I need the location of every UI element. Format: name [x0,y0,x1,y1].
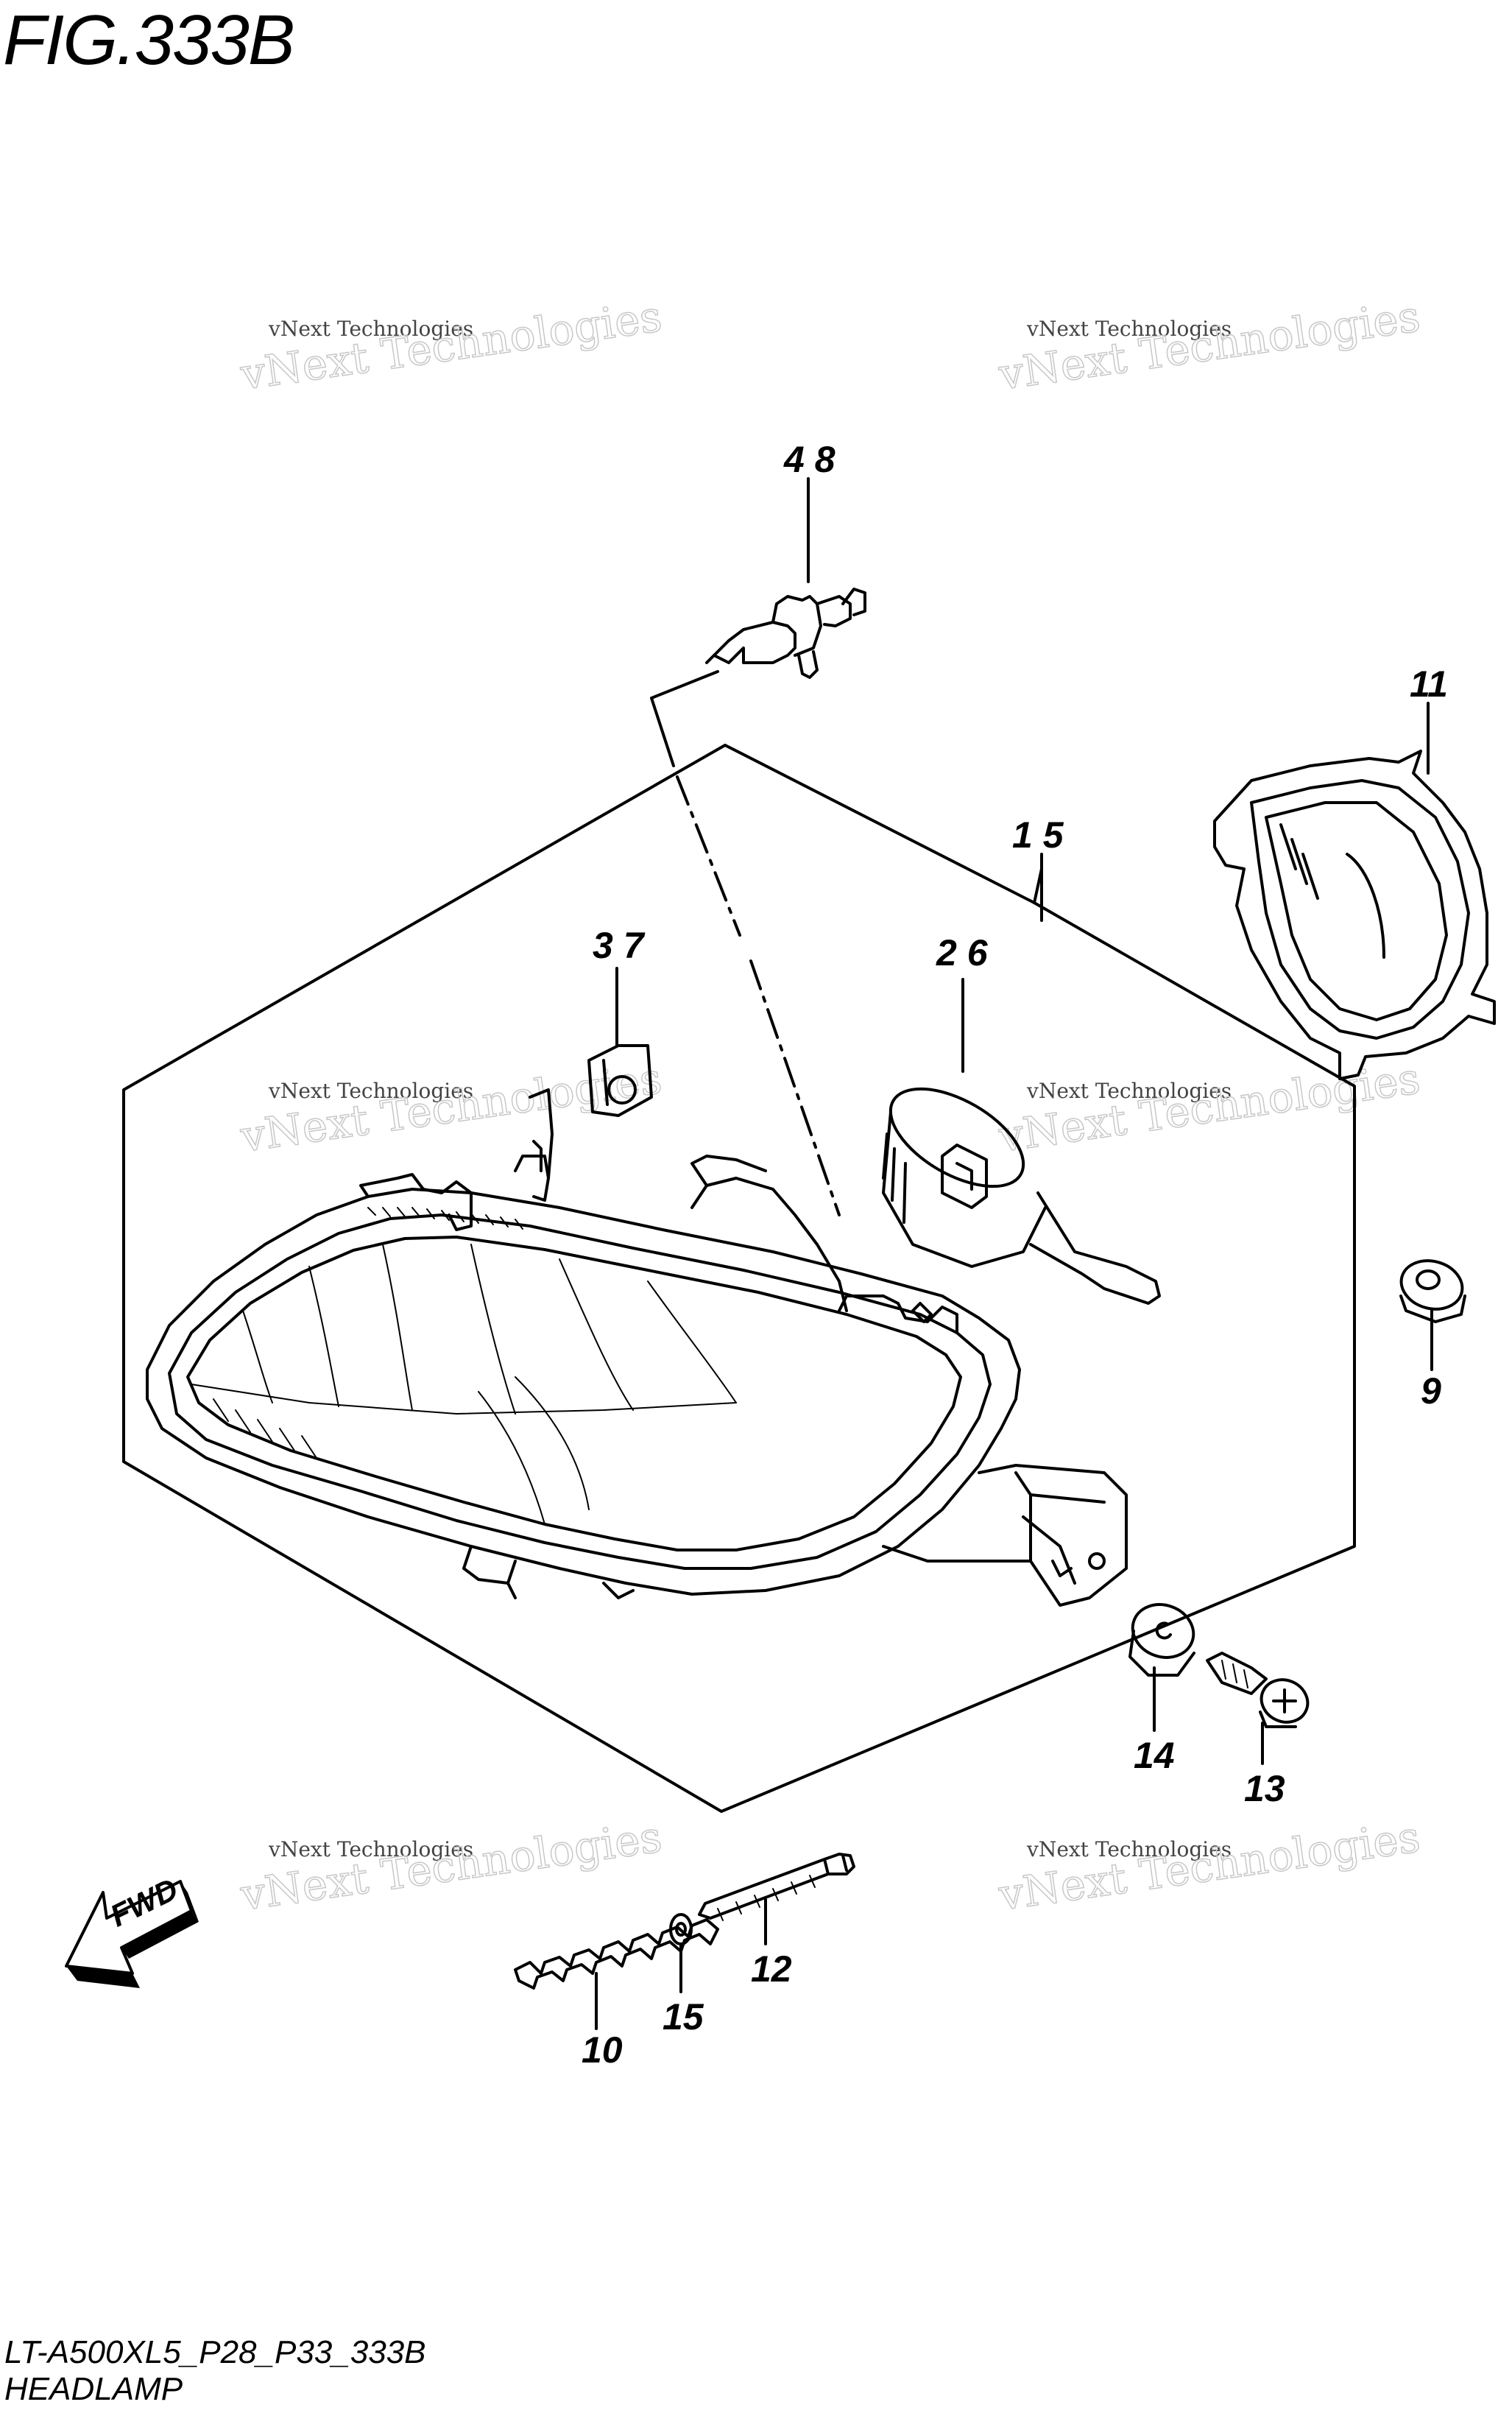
fwd-arrow-icon [65,1880,199,1988]
figure-name: HEADLAMP [4,2371,183,2407]
bulb-part [705,588,866,679]
callout-9: 9 [1421,1370,1441,1412]
socket-wire-part [882,1087,1161,1305]
watermark: vNext Technologies vNext Technologies [995,1052,1424,1162]
grommet-part [1399,1259,1466,1323]
callout-10: 10 [582,2029,623,2071]
assembly-boundary [122,744,1356,1813]
callout-15: 1 5 [1012,814,1064,856]
callout-13: 13 [1244,1768,1285,1809]
bulb-leader-line [650,670,719,767]
callout-14: 14 [1134,1735,1175,1776]
watermark: vNext Technologies vNext Technologies [237,1052,665,1162]
screw-part [1206,1652,1310,1728]
spring-part [514,1918,719,1990]
callout-37: 3 7 [593,925,644,966]
watermark: vNext Technologies vNext Technologies [237,1811,665,1920]
socket-ring-part [1213,750,1496,1080]
headlamp-housing [146,1088,1128,1607]
watermark: vNext Technologies vNext Technologies [995,1811,1424,1920]
callout-11: 11 [1410,663,1448,705]
callout-12: 12 [751,1948,792,1990]
damper-part [1128,1603,1195,1677]
callout-48: 4 8 [784,439,836,480]
figure-title: FIG.333B [3,1,295,80]
callout-26: 2 6 [936,932,988,973]
watermark: vNext Technologies vNext Technologies [237,290,665,400]
clip-part [587,1044,653,1117]
callout-15-washer: 15 [663,1996,704,2037]
bolt-part [698,1853,855,1921]
watermark: vNext Technologies vNext Technologies [995,290,1424,400]
figure-code: LT-A500XL5_P28_P33_333B [4,2334,426,2370]
